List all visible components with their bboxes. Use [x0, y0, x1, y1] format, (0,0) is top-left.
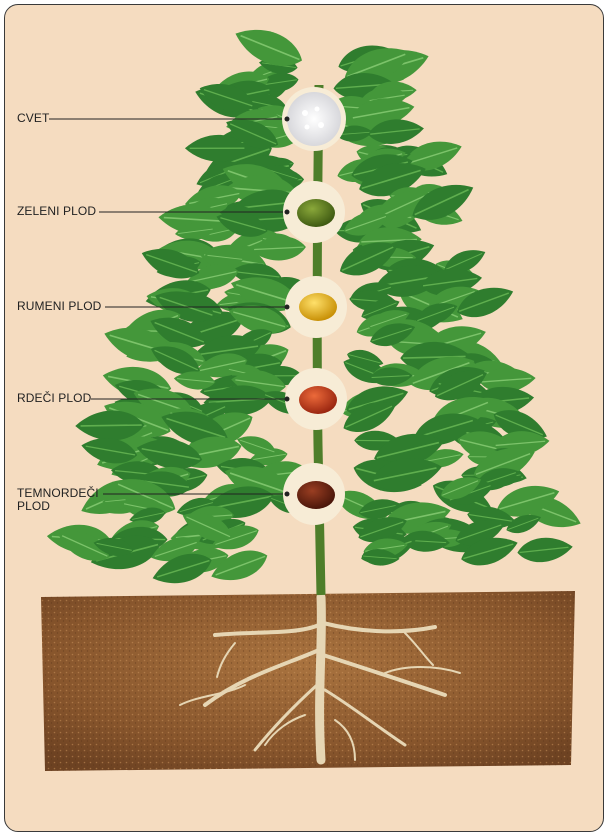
label-flower: CVET [17, 112, 49, 125]
connector-dot [285, 492, 290, 497]
connector-dot [285, 117, 290, 122]
connector-dot [285, 397, 290, 402]
label-darkred-fruit: TEMNORDEČI PLOD [17, 487, 99, 513]
label-yellow-fruit: RUMENI PLOD [17, 300, 101, 313]
stage-green-fruit [283, 181, 345, 243]
flower-bloom [287, 92, 341, 146]
green-berry [297, 199, 335, 227]
coffee-plant-illustration [5, 5, 603, 831]
leaf [516, 535, 574, 565]
stage-darkred-fruit [283, 463, 345, 525]
label-red-fruit: RDEČI PLOD [17, 392, 91, 405]
yellow-berry [299, 293, 337, 321]
red-berry [299, 386, 337, 414]
diagram-frame: CVET ZELENI PLOD RUMENI PLOD RDEČI PLOD … [4, 4, 604, 832]
connector-dot [285, 305, 290, 310]
stage-red-fruit [285, 368, 348, 430]
darkred-berry [297, 481, 335, 509]
label-green-fruit: ZELENI PLOD [17, 205, 96, 218]
stage-flower [282, 87, 346, 151]
soil [41, 591, 575, 771]
connector-dot [285, 210, 290, 215]
stage-yellow-fruit [285, 276, 348, 338]
